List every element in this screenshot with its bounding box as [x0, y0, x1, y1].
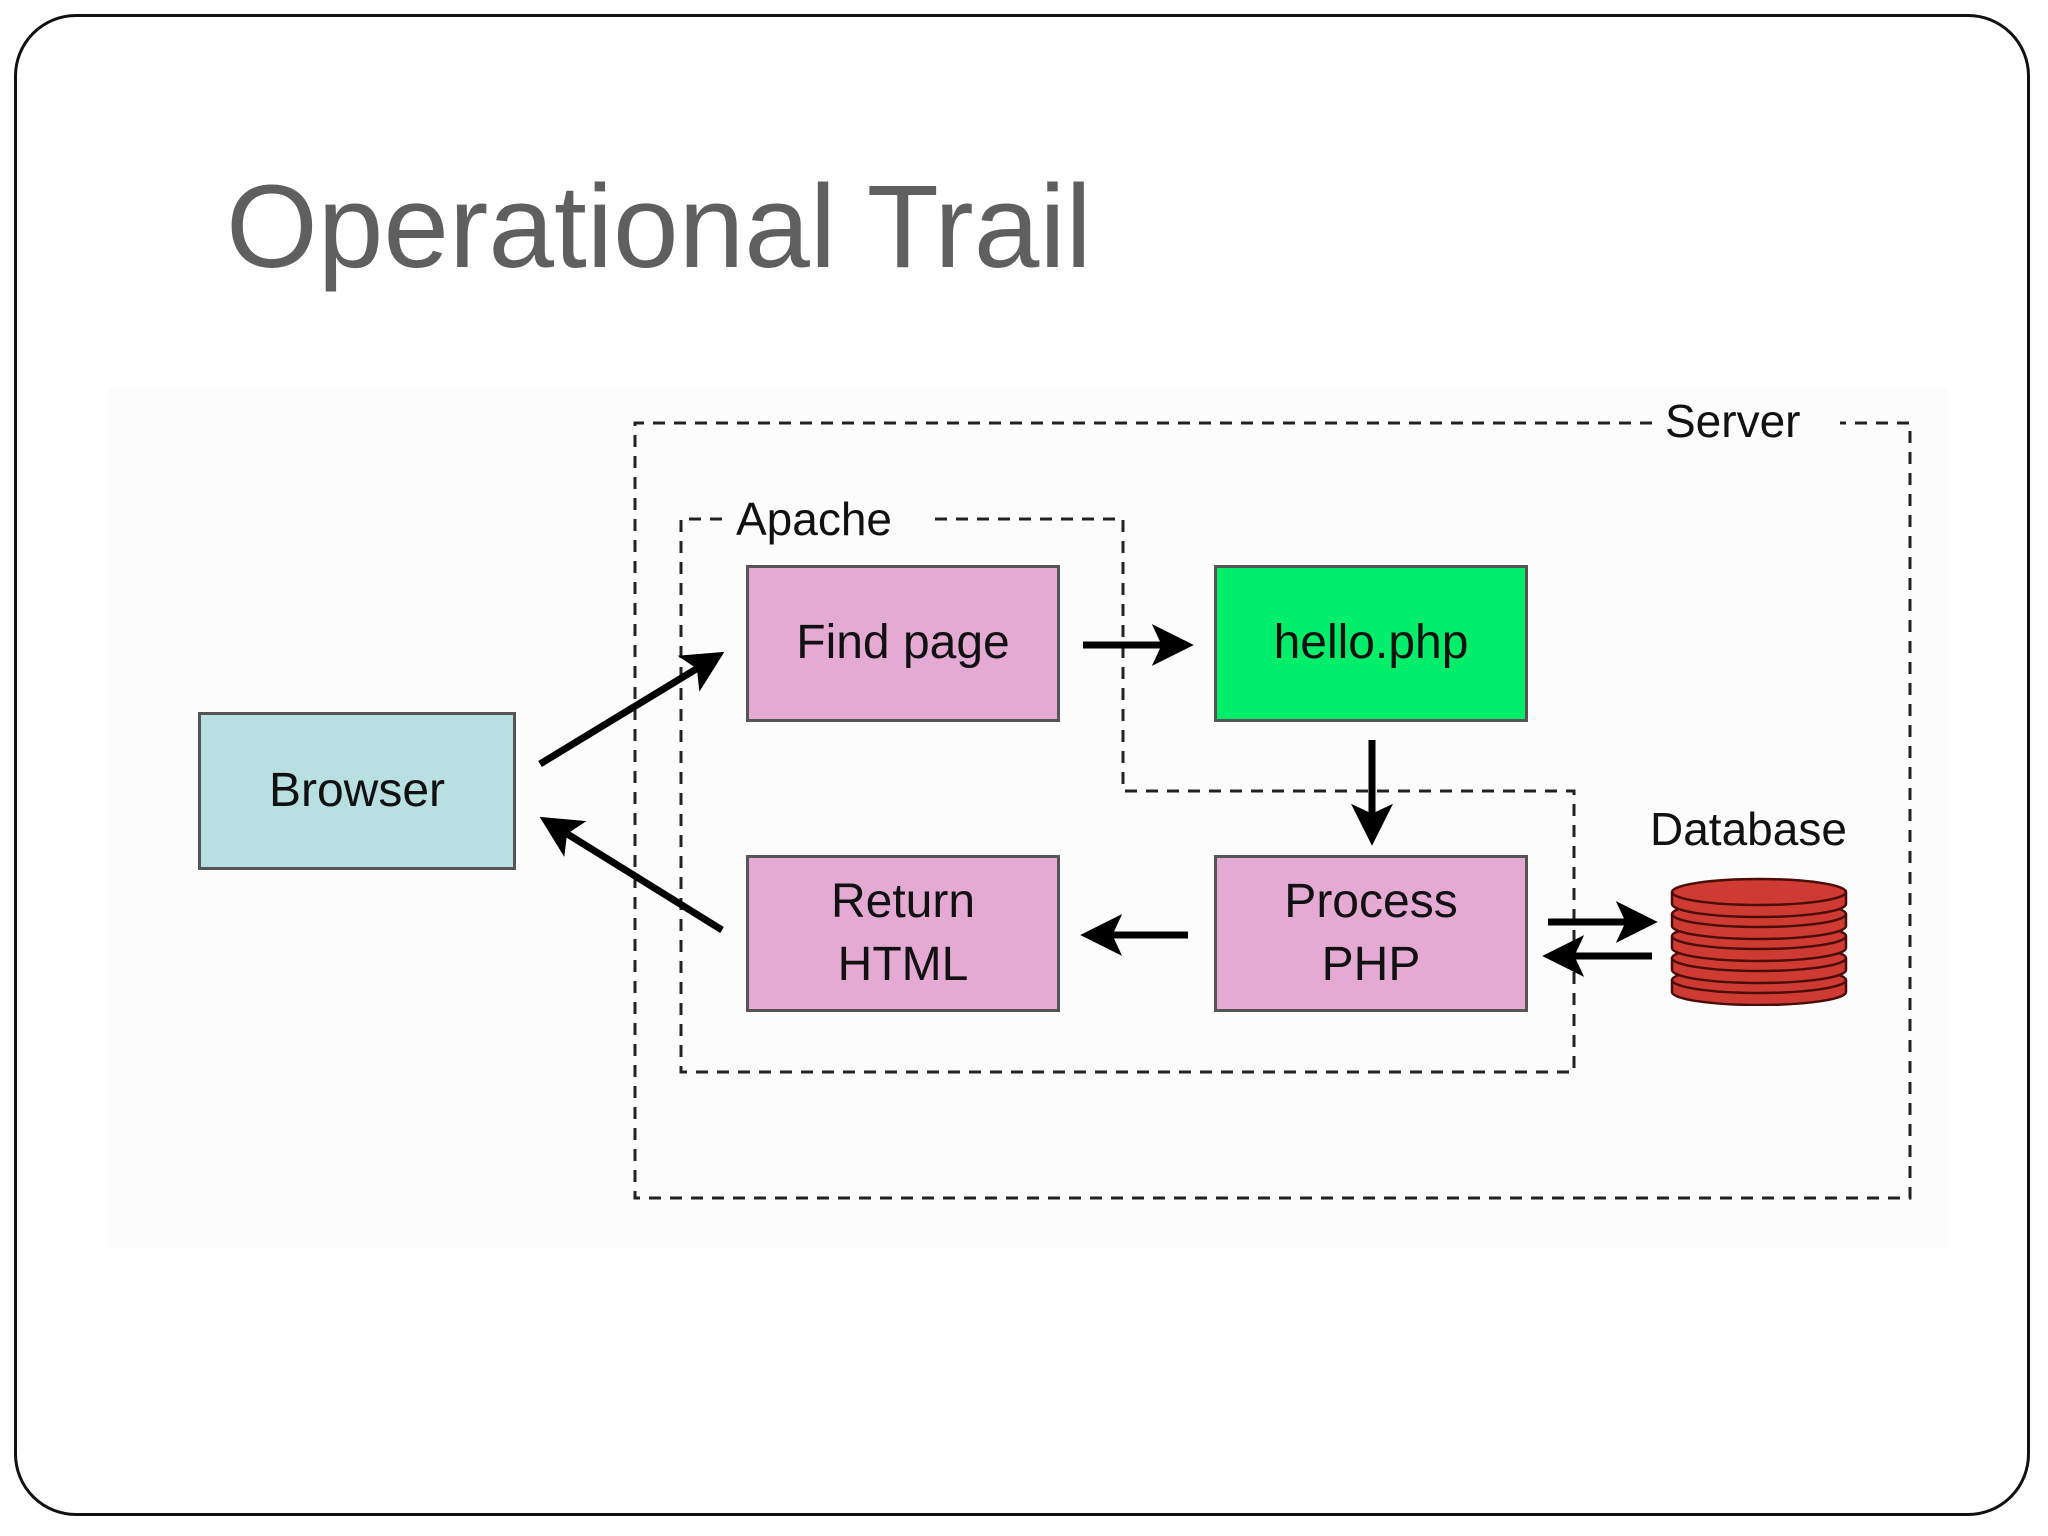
server-region-label: Server [1655, 398, 1811, 444]
database-icon [1670, 877, 1848, 1006]
apache-region-label: Apache [726, 496, 903, 542]
browser-node: Browser [198, 712, 516, 870]
process-php-node: Process PHP [1214, 855, 1528, 1012]
slide-title: Operational Trail [226, 161, 1092, 293]
hello-php-node: hello.php [1214, 565, 1528, 722]
database-label: Database [1650, 803, 1847, 855]
return-html-node: Return HTML [746, 855, 1060, 1012]
find-page-node: Find page [746, 565, 1060, 722]
